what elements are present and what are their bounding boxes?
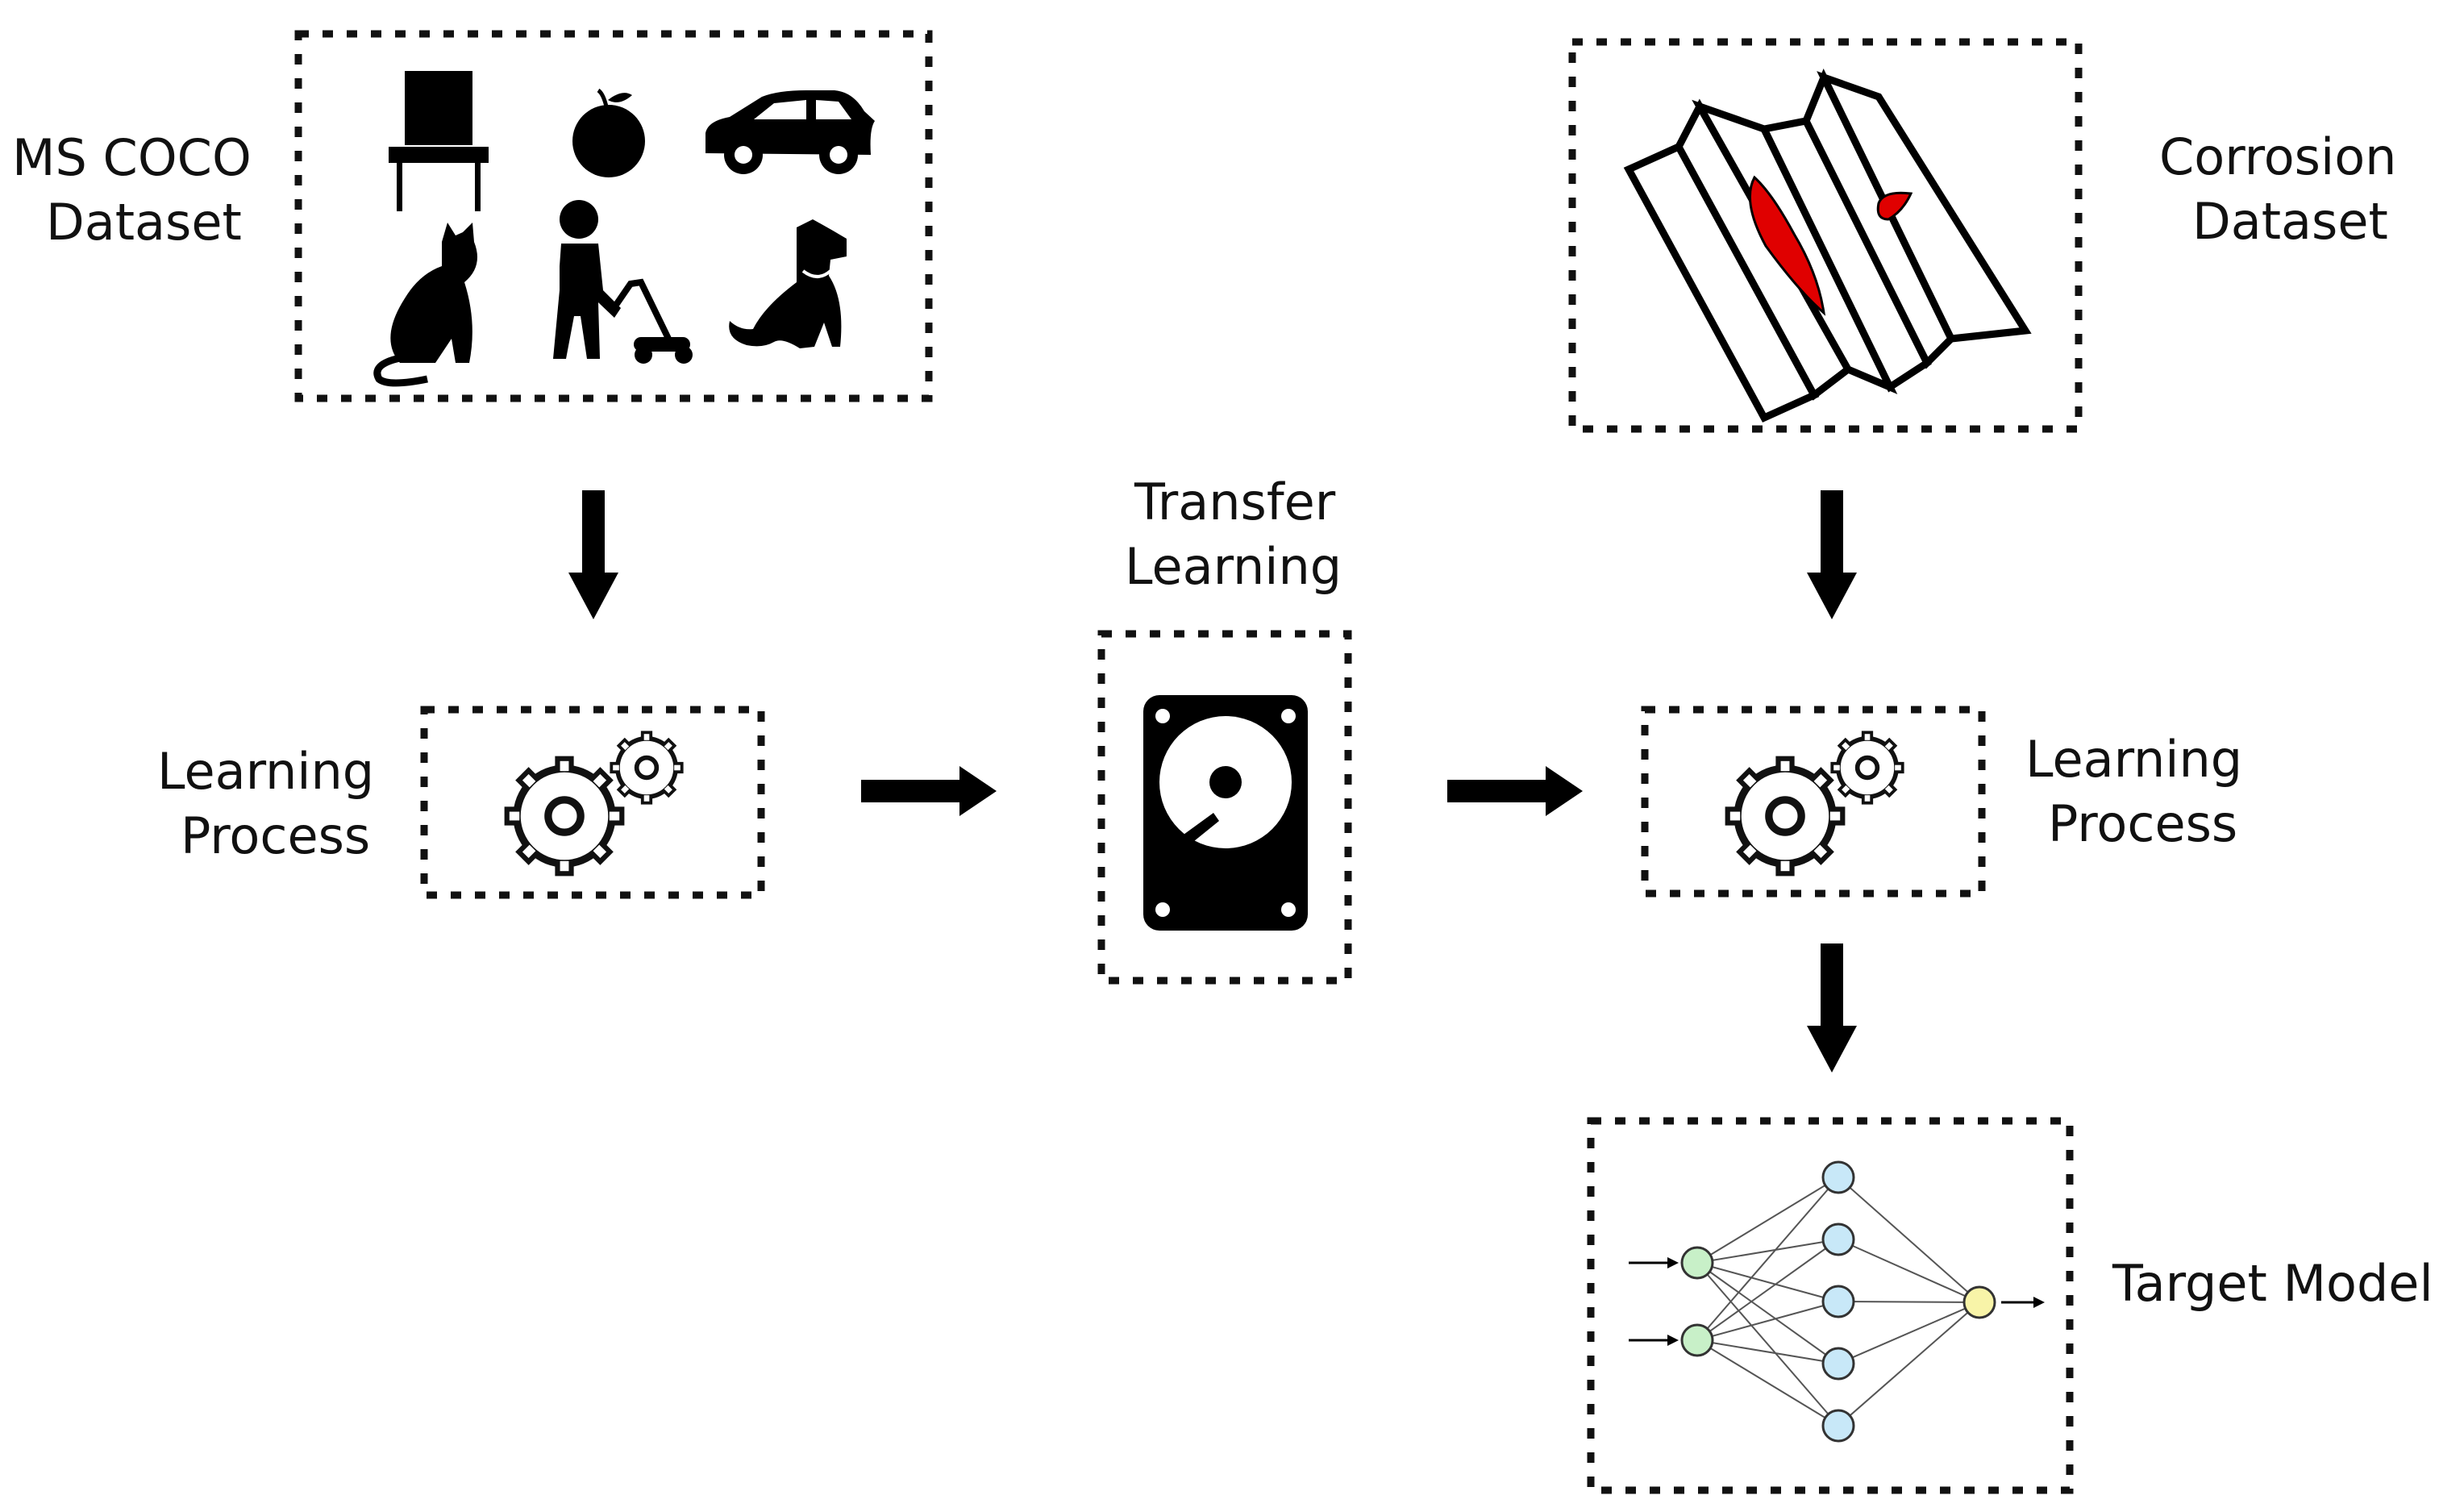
gears-icon	[1725, 731, 1904, 876]
cat-icon	[373, 223, 477, 387]
hidden-node	[1821, 1160, 1855, 1194]
hidden-node	[1821, 1409, 1855, 1443]
corroded-metal-sheet-icon	[1623, 68, 2032, 423]
arrow-down-left	[568, 490, 618, 619]
arrow-right-2	[1447, 766, 1583, 816]
input-node	[1680, 1246, 1714, 1280]
person-lawnmower-icon	[553, 200, 693, 364]
gears-icon	[505, 731, 684, 876]
transfer-learning-label: Transfer Learning	[1125, 473, 1351, 596]
hard-drive-icon	[1143, 695, 1308, 931]
dog-icon	[729, 219, 847, 348]
hidden-node	[1821, 1347, 1855, 1381]
corrosion-spot-large	[1749, 175, 1826, 316]
arrow-down-right-2	[1807, 943, 1857, 1073]
transfer-learning-box	[1097, 630, 1352, 985]
ms-coco-box	[294, 30, 933, 402]
neural-network-icon	[1629, 1160, 2045, 1443]
target-model-label: Target Model	[2112, 1254, 2433, 1313]
arrow-right-1	[861, 766, 997, 816]
ms-coco-label: MS COCO Dataset	[12, 128, 267, 252]
learning-process-box-right	[1641, 706, 1986, 898]
arrow-down-right-1	[1807, 490, 1857, 619]
corrosion-label: Corrosion Dataset	[2159, 127, 2412, 251]
corrosion-spot-small	[1876, 191, 1913, 221]
hidden-node	[1821, 1285, 1855, 1318]
corrosion-box	[1568, 38, 2083, 433]
car-icon	[705, 90, 875, 174]
learning-process-box-left	[420, 706, 765, 899]
output-node	[1962, 1285, 1996, 1319]
learning-process-label-right: Learning Process	[2025, 730, 2258, 853]
apple-icon	[572, 88, 645, 177]
hidden-node	[1821, 1223, 1855, 1256]
learning-process-label-left: Learning Process	[157, 742, 390, 865]
chair-icon	[389, 71, 489, 211]
input-node	[1680, 1323, 1714, 1357]
target-model-box	[1587, 1117, 2074, 1494]
